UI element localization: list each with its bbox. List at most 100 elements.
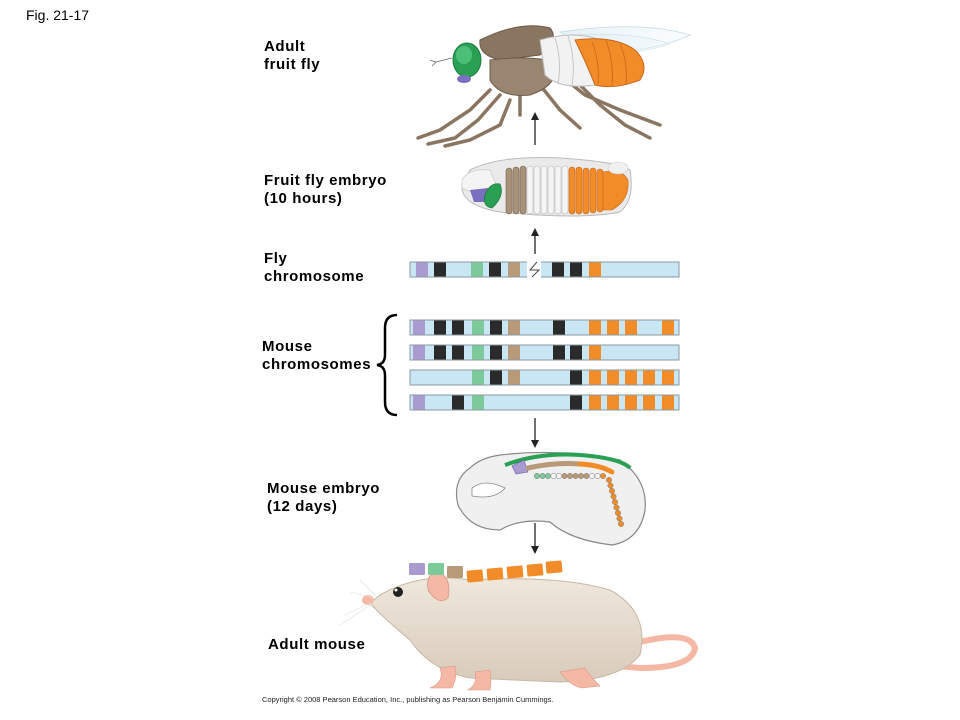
- chromosome-body: [409, 319, 680, 336]
- mouse-embryo-illustration: [455, 451, 646, 546]
- chromosome-body: [409, 369, 680, 386]
- somite-orange: [609, 488, 615, 494]
- spine-segment-orange: [545, 560, 563, 574]
- somite-orange: [618, 521, 624, 527]
- gene-band-purple: [416, 262, 428, 277]
- gene-band-orange: [607, 320, 619, 335]
- gene-band-orange: [589, 345, 601, 360]
- gene-band-tan: [508, 262, 520, 277]
- spine-segment-orange: [486, 567, 504, 581]
- gene-band-black: [552, 262, 564, 277]
- label-adult-mouse: Adult mouse: [268, 636, 366, 653]
- gene-band-black: [452, 345, 464, 360]
- somite-chromosome: [589, 473, 595, 479]
- gene-band-black: [570, 370, 582, 385]
- gene-band-black: [434, 262, 446, 277]
- gene-band-orange: [625, 395, 637, 410]
- adult-mouse-illustration: [339, 560, 699, 691]
- mouse-chromosomes-group: [409, 319, 680, 411]
- gene-band-black: [452, 395, 464, 410]
- somite-green: [534, 473, 540, 479]
- spine-segment-green: [428, 563, 444, 575]
- somite-orange: [606, 477, 612, 483]
- adult-fruit-fly-illustration: [416, 25, 692, 148]
- gene-band-orange: [662, 370, 674, 385]
- gene-band-orange: [662, 320, 674, 335]
- mouse-chromosome-2: [409, 344, 680, 361]
- somite-green: [545, 473, 551, 479]
- somite-chromosome: [556, 473, 562, 479]
- spine-segment-orange: [526, 563, 544, 577]
- somite-orange: [613, 504, 620, 511]
- gene-band-black: [570, 345, 582, 360]
- gene-band-orange: [589, 262, 601, 277]
- gene-band-black: [434, 320, 446, 335]
- chromosome-body: [409, 394, 680, 411]
- label-fly-chromosome: Fly chromosome: [264, 250, 365, 285]
- spine-segment-purple: [409, 563, 425, 575]
- copyright-text: Copyright © 2008 Pearson Education, Inc.…: [262, 695, 554, 704]
- arrowhead: [531, 440, 539, 448]
- gene-band-orange: [589, 320, 601, 335]
- label-fruit-fly-embryo: Fruit fly embryo (10 hours): [264, 172, 387, 207]
- gene-band-green: [472, 370, 484, 385]
- gene-band-orange: [662, 395, 674, 410]
- arrowhead: [531, 112, 539, 120]
- gene-band-green: [471, 262, 483, 277]
- mouse-chromosome-1: [409, 319, 680, 336]
- somite-orange: [610, 493, 617, 500]
- somite-orange: [600, 473, 606, 479]
- gene-band-black: [490, 320, 502, 335]
- gene-band-orange: [589, 370, 601, 385]
- somite-tan: [567, 473, 573, 479]
- label-adult-fruit-fly: Adult fruit fly: [264, 38, 321, 73]
- somite-tan: [578, 473, 584, 479]
- fruit-fly-embryo-illustration: [461, 157, 632, 217]
- somite-green: [539, 473, 546, 479]
- chromosome-body: [409, 344, 680, 361]
- gene-band-purple: [413, 395, 425, 410]
- brace: [376, 313, 398, 417]
- gene-band-black: [553, 320, 565, 335]
- gene-band-tan: [508, 320, 520, 335]
- somite-orange: [616, 515, 623, 522]
- arrowhead: [531, 228, 539, 236]
- mouse-chromosome-4: [409, 394, 680, 411]
- gene-band-orange: [589, 395, 601, 410]
- gene-band-black: [570, 395, 582, 410]
- gene-band-tan: [508, 345, 520, 360]
- arrowhead: [531, 546, 539, 554]
- gene-band-orange: [607, 370, 619, 385]
- gene-band-orange: [643, 370, 655, 385]
- gene-band-black: [553, 345, 565, 360]
- gene-band-purple: [413, 320, 425, 335]
- fly-chromosome: [409, 261, 680, 278]
- label-mouse-embryo: Mouse embryo (12 days): [267, 480, 381, 515]
- somite-tan: [583, 473, 590, 479]
- label-mouse-chromosomes: Mouse chromosomes: [262, 338, 372, 373]
- somite-tan: [561, 473, 568, 479]
- gene-band-green: [472, 395, 484, 410]
- figure-number: Fig. 21-17: [26, 7, 90, 23]
- gene-band-black: [452, 320, 464, 335]
- somite-chromosome: [550, 473, 557, 479]
- gene-band-purple: [413, 345, 425, 360]
- break-symbol: [528, 261, 541, 278]
- somite-chromosome: [594, 473, 601, 479]
- chromosome-body: [409, 261, 680, 278]
- somite-tan: [572, 473, 579, 479]
- mouse-chromosome-3: [409, 369, 680, 386]
- somite-orange: [607, 482, 614, 489]
- spine-segment-orange: [466, 569, 484, 583]
- gene-band-orange: [607, 395, 619, 410]
- gene-band-black: [570, 262, 582, 277]
- spine-segment-tan: [447, 566, 463, 578]
- gene-band-black: [434, 345, 446, 360]
- gene-band-black: [489, 262, 501, 277]
- gene-band-black: [490, 370, 502, 385]
- gene-band-black: [490, 345, 502, 360]
- gene-band-orange: [625, 320, 637, 335]
- gene-band-orange: [643, 395, 655, 410]
- somite-orange: [615, 510, 621, 516]
